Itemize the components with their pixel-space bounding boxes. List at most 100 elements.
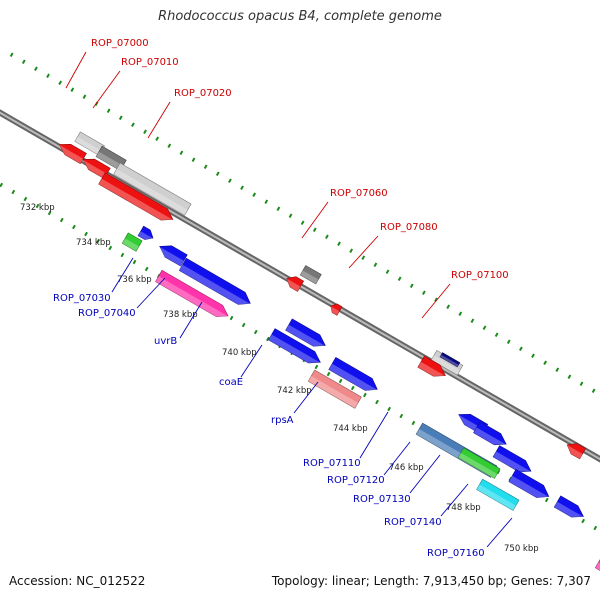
gene-ROP_07160-a-sheen: [567, 445, 583, 459]
gene-rpsA[interactable]: [307, 369, 362, 409]
gene-label[interactable]: ROP_07010: [121, 57, 179, 68]
gene-label[interactable]: ROP_07080: [380, 222, 438, 233]
gene-ROP_07130-sheen: [458, 452, 498, 479]
gene-ROP_07130[interactable]: [457, 447, 501, 479]
gene-ROP_07100-a[interactable]: [430, 349, 464, 376]
gene-ROP_07010-sheen: [96, 151, 124, 171]
leader-line: [293, 381, 319, 414]
gene-ROP_07030[interactable]: [121, 232, 143, 252]
gene-label[interactable]: ROP_07000: [91, 38, 149, 49]
gene-label[interactable]: ROP_07020: [174, 88, 232, 99]
gene-small-red[interactable]: [330, 303, 343, 316]
gene-ROP_07140[interactable]: [476, 478, 520, 511]
gene-ROP_07060-sheen: [300, 270, 319, 284]
tick-label: 734 kbp: [76, 238, 111, 248]
gene-rpsA-sheen: [308, 375, 358, 409]
gene-ROP_07100-cds[interactable]: [417, 355, 446, 377]
tick-label: 732 kbp: [20, 203, 55, 213]
gene-ROP_07160-b[interactable]: [553, 495, 584, 518]
leader-line: [301, 201, 329, 239]
gene-right-magenta-sheen: [595, 562, 600, 571]
gene-ROP_07160-b-sheen: [554, 501, 584, 518]
gene-label[interactable]: ROP_07060: [330, 188, 388, 199]
gene-ROP_07160-a[interactable]: [566, 443, 587, 460]
gene-ROP_07020-cds-sheen: [98, 178, 173, 221]
leader-line: [111, 257, 134, 293]
gene-label[interactable]: ROP_07120: [327, 475, 385, 486]
gene-ROP_07040-a[interactable]: [159, 245, 188, 267]
gene-ROP_07010-cds-sheen: [82, 159, 107, 179]
leader-line: [421, 283, 451, 319]
gene-ROP_07100-b-sheen: [440, 354, 459, 367]
gene-label[interactable]: uvrB: [154, 336, 177, 347]
gene-coaE-b[interactable]: [268, 328, 321, 364]
gene-ROP_07110-b[interactable]: [473, 421, 507, 446]
leader-line: [147, 101, 171, 139]
leader-line: [486, 517, 513, 548]
gene-ROP_07020[interactable]: [113, 162, 192, 216]
leader-line: [348, 235, 379, 269]
gene-ROP_07100-cds-sheen: [417, 361, 446, 377]
gene-small-red-sheen: [330, 306, 340, 316]
gene-coaE-b-sheen: [268, 334, 321, 363]
gene-ROP_07000-cds[interactable]: [58, 143, 87, 165]
leader-line: [440, 483, 469, 517]
gene-ROP_07120-a[interactable]: [492, 445, 532, 473]
leader-line: [359, 411, 389, 459]
diagram-title: Rhodococcus opacus B4, complete genome: [158, 9, 442, 24]
gene-ROP_07040-a-sheen: [159, 246, 184, 267]
gene-ROP_07140-a-sheen: [508, 475, 549, 498]
gene-ROP_07030-sheen: [122, 238, 139, 252]
gene-ROP_07030-small-sheen: [138, 231, 153, 240]
gene-ROP_07120-a-sheen: [493, 451, 531, 472]
gene-label[interactable]: ROP_07030: [53, 293, 111, 304]
gene-ROP_07110-b-sheen: [473, 427, 507, 445]
gene-ROP_07140-sheen: [476, 484, 516, 511]
gene-ROP_07010-cds[interactable]: [82, 158, 111, 180]
gene-ROP_07140-a[interactable]: [508, 468, 550, 498]
topology-label: Topology: linear; Length: 7,913,450 bp; …: [271, 574, 591, 588]
gene-ROP_07040-b[interactable]: [178, 257, 251, 305]
gene-label[interactable]: ROP_07160: [427, 548, 485, 559]
gene-label[interactable]: ROP_07130: [353, 494, 411, 505]
tick-label: 750 kbp: [504, 544, 539, 554]
gene-label[interactable]: ROP_07140: [384, 517, 442, 528]
gene-label[interactable]: ROP_07100: [451, 270, 509, 281]
gene-ROP_07060-cds-sheen: [286, 278, 301, 292]
leader-line: [383, 441, 411, 476]
tick-label: 736 kbp: [117, 275, 152, 285]
gene-rpsA-a-sheen: [328, 363, 378, 391]
gene-ROP_07000-sheen: [74, 136, 102, 156]
tick-label: 744 kbp: [333, 424, 368, 434]
gene-ROP_07020-sheen: [113, 168, 188, 216]
gene-ROP_07060-cds[interactable]: [286, 276, 305, 292]
gene-ROP_07100-b[interactable]: [439, 352, 461, 368]
gene-ROP_07020-cds[interactable]: [98, 172, 174, 221]
gene-label[interactable]: ROP_07040: [78, 308, 136, 319]
gene-uvrB[interactable]: [155, 269, 229, 317]
gene-coaE-a[interactable]: [285, 318, 326, 347]
gene-coaE-a-sheen: [285, 324, 326, 347]
leader-line: [240, 344, 263, 378]
gene-right-magenta[interactable]: [594, 557, 600, 583]
gene-ROP_07000[interactable]: [74, 131, 105, 156]
gene-label[interactable]: ROP_07110: [303, 458, 361, 469]
leader-line: [136, 277, 166, 309]
leader-line: [409, 454, 441, 494]
gene-label[interactable]: rpsA: [271, 415, 294, 426]
leader-line: [179, 301, 203, 339]
tick-label: 740 kbp: [222, 348, 257, 358]
leader-line: [65, 51, 87, 89]
accession-label: Accession: NC_012522: [9, 574, 146, 588]
gene-rpsA-a[interactable]: [328, 356, 378, 391]
gene-uvrB-sheen: [155, 276, 228, 317]
tick-label: 748 kbp: [446, 503, 481, 513]
feature-track: [58, 131, 600, 583]
tick-label: 738 kbp: [163, 310, 198, 320]
gene-ROP_07010[interactable]: [95, 145, 127, 172]
gene-ROP_07100-a-sheen: [431, 355, 460, 375]
gene-label[interactable]: coaE: [219, 377, 243, 388]
gene-ROP_07030-small[interactable]: [137, 225, 154, 240]
leader-line: [92, 70, 121, 109]
gene-ROP_07060[interactable]: [299, 265, 322, 285]
